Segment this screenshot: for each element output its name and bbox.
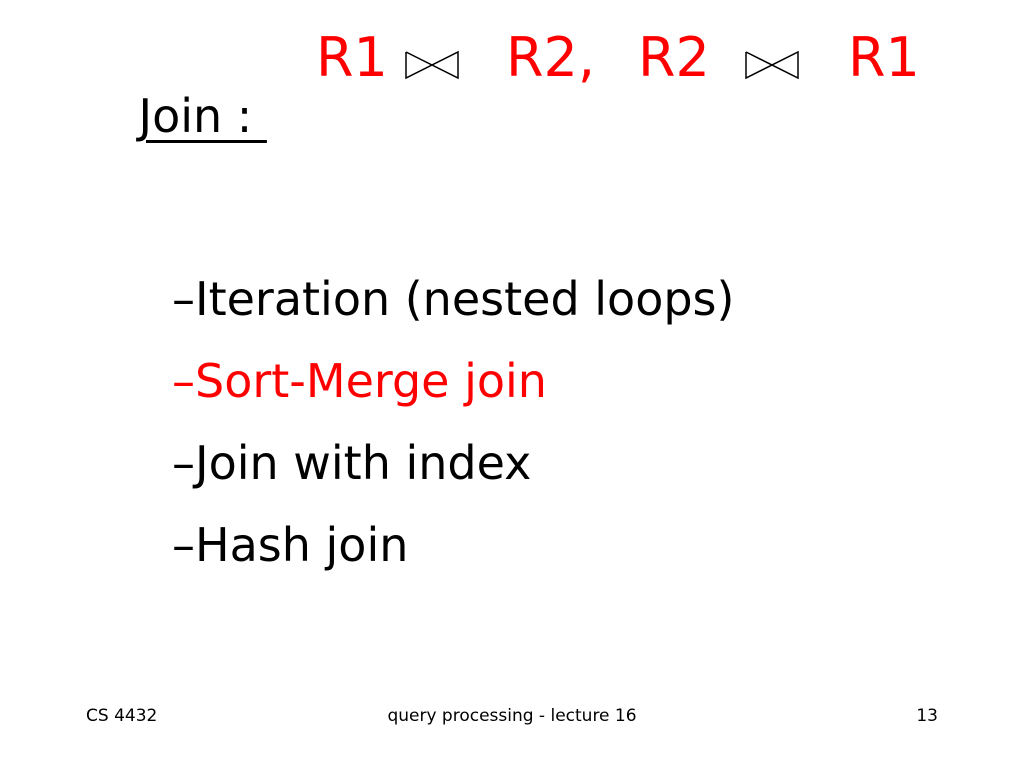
footer-page-number: 13	[916, 706, 938, 726]
relation-r2-first: R2,	[506, 26, 596, 89]
list-item-hash-join: –Hash join	[172, 518, 409, 572]
title-join-text: Join :	[138, 89, 267, 144]
relation-r1-second: R1	[848, 26, 920, 89]
natural-join-icon	[745, 50, 799, 80]
natural-join-icon	[405, 50, 459, 80]
list-item-join-with-index: –Join with index	[172, 436, 532, 490]
join-methods-list: –Iteration (nested loops) –Sort-Merge jo…	[172, 258, 734, 586]
slide-title-label: Join :	[80, 34, 267, 200]
relation-r2-second: R2	[638, 26, 710, 89]
relation-r1-first: R1	[316, 26, 388, 89]
list-item-iteration: –Iteration (nested loops)	[172, 272, 735, 326]
list-item-sort-merge: –Sort-Merge join	[172, 354, 547, 408]
footer-lecture-title: query processing - lecture 16	[387, 706, 637, 726]
footer-course: CS 4432	[86, 706, 158, 726]
